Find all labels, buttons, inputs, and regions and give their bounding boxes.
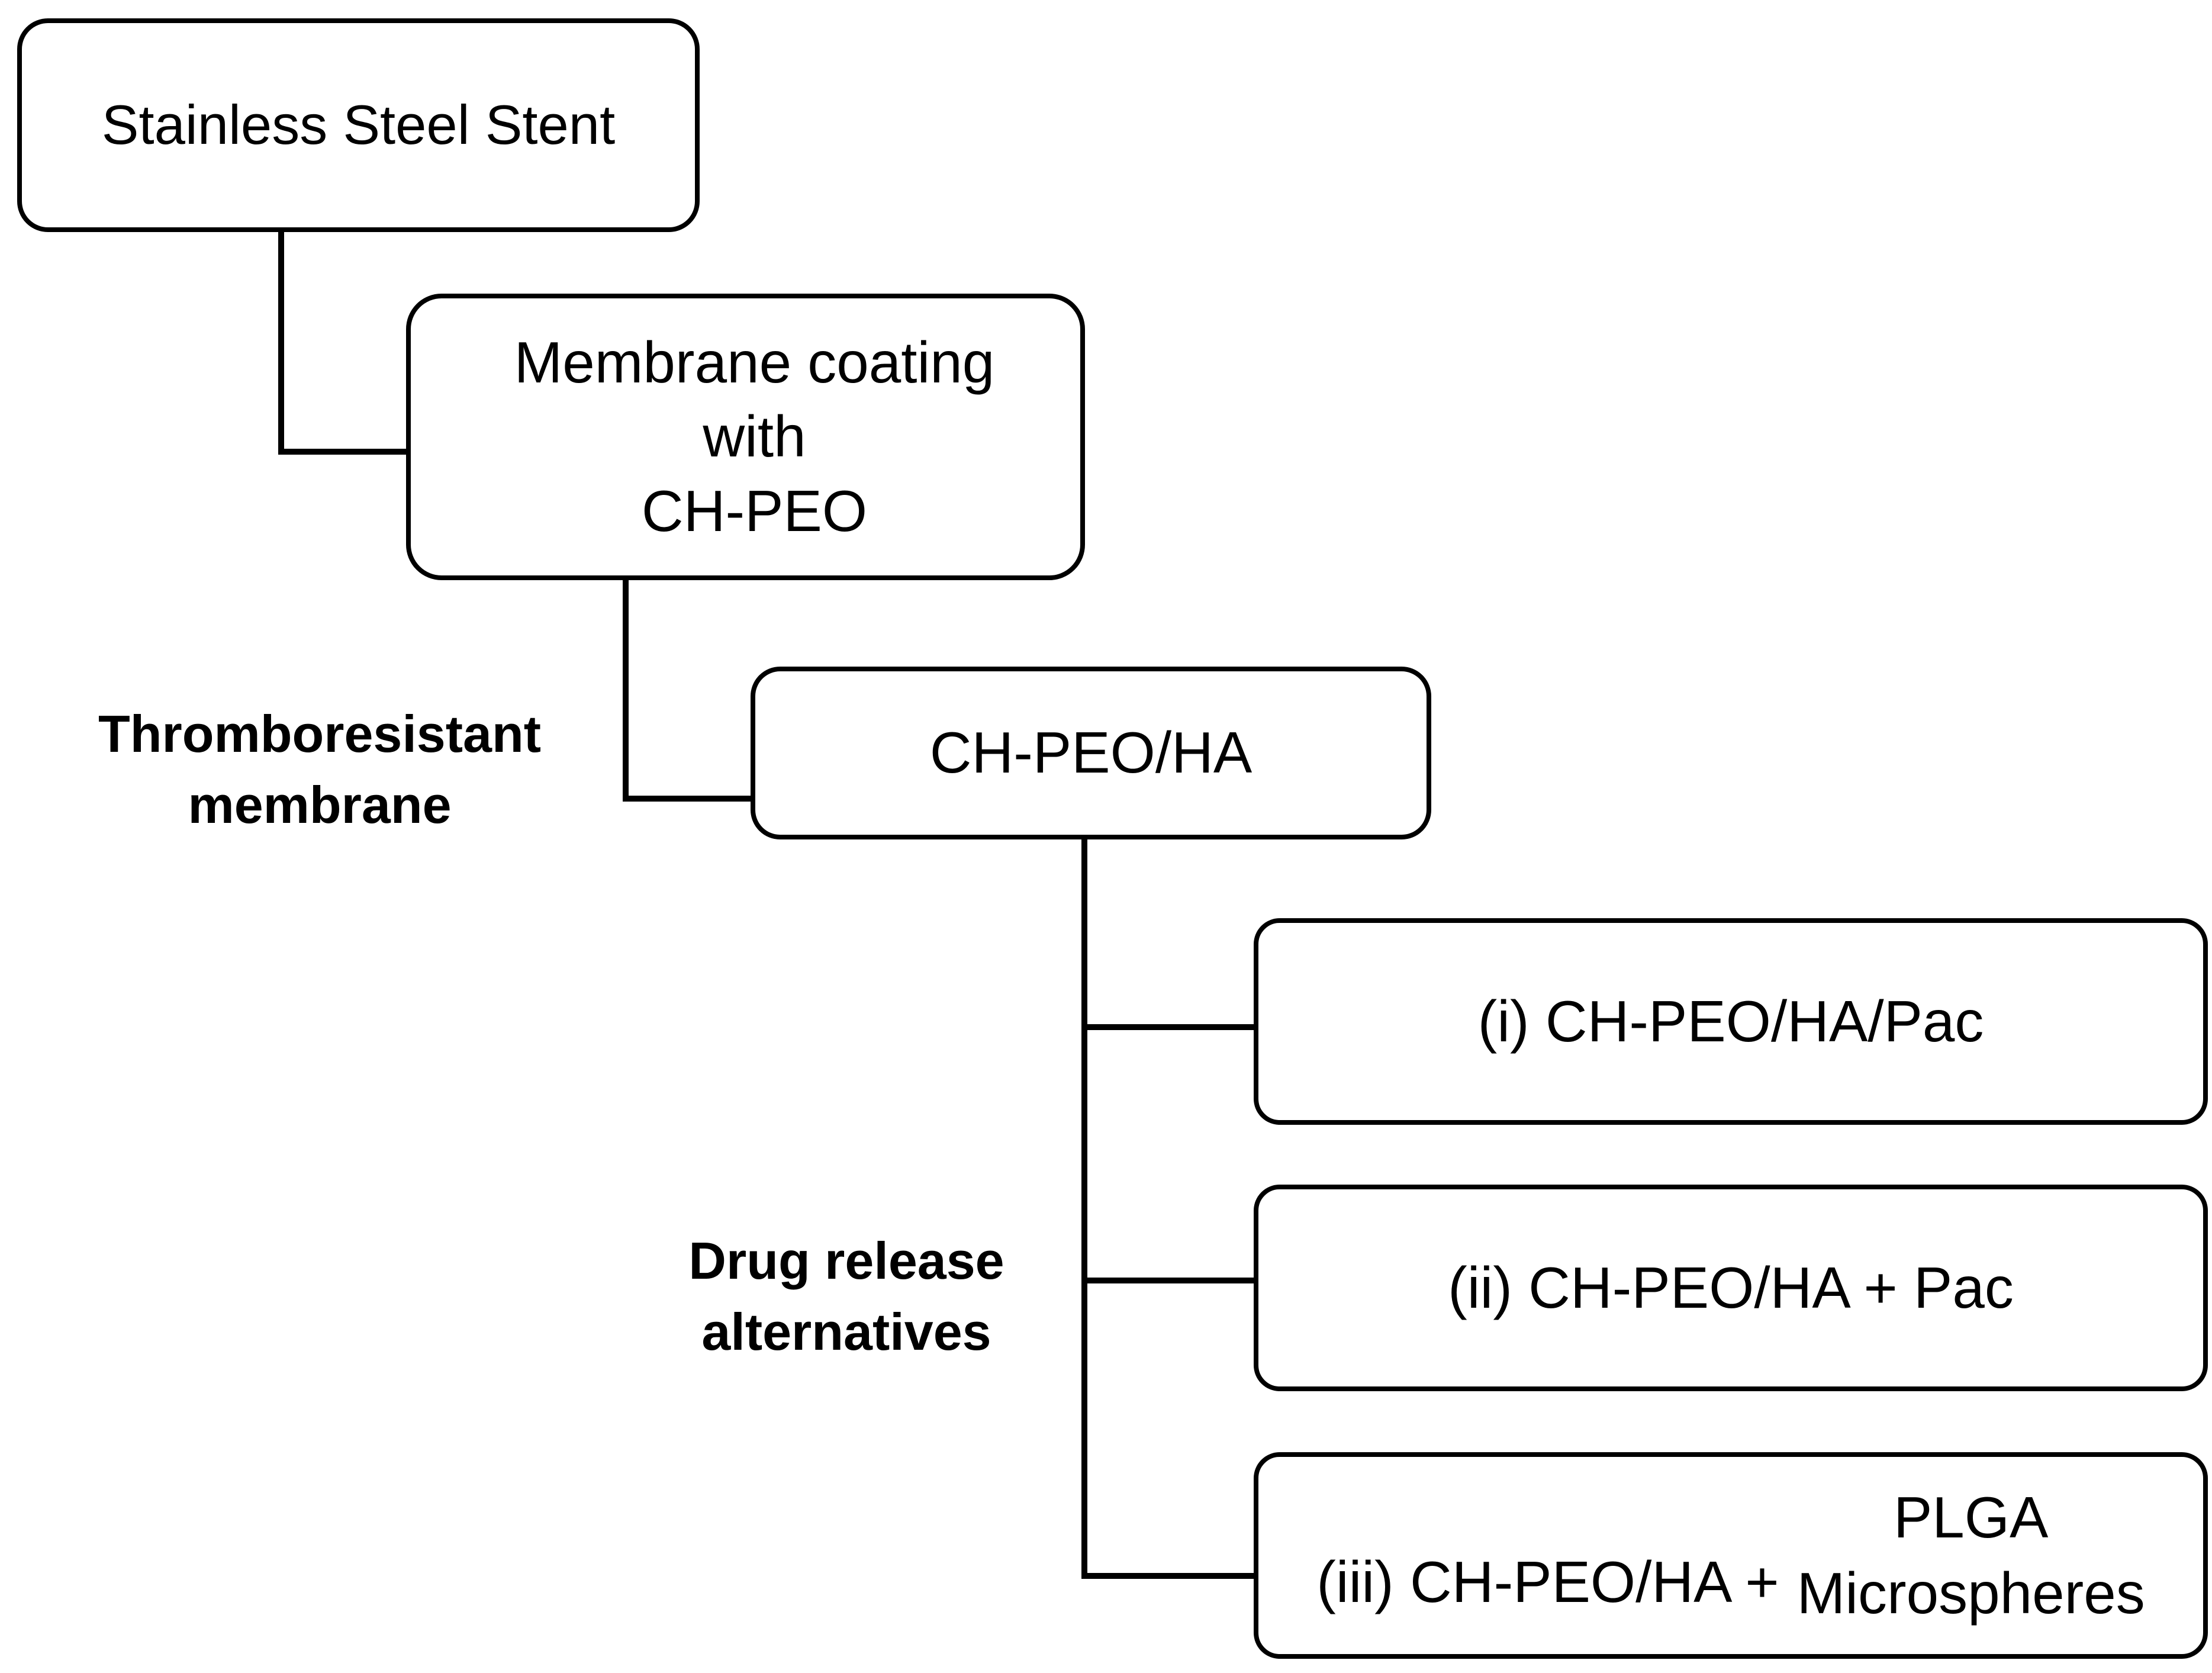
- node-label: Stainless Steel Stent: [101, 94, 616, 156]
- node-alternative-ii: (ii) CH-PEO/HA + Pac: [1254, 1185, 2208, 1391]
- label-line-2: membrane: [188, 775, 452, 834]
- node-label-line-2: with: [703, 404, 806, 469]
- node-alternative-iii: (iii) CH-PEO/HA + PLGA Microspheres: [1254, 1452, 2208, 1659]
- node-stainless-steel-stent: Stainless Steel Stent: [17, 18, 700, 232]
- drug-release-alternatives-label: Drug release alternatives: [639, 1225, 1054, 1367]
- label-line-1: Drug release: [688, 1231, 1004, 1290]
- node-label-prefix: (iii) CH-PEO/HA +: [1316, 1549, 1779, 1614]
- node-ch-peo-ha: CH-PEO/HA: [751, 667, 1431, 839]
- node-label-stack-line-2: Microspheres: [1796, 1560, 2145, 1626]
- node-label-stack-line-1: PLGA: [1893, 1485, 2049, 1550]
- node-label: (i) CH-PEO/HA/Pac: [1477, 988, 1984, 1054]
- node-label: (ii) CH-PEO/HA + Pac: [1448, 1254, 2014, 1320]
- label-line-1: Thromboresistant: [98, 704, 542, 763]
- node-label: CH-PEO/HA: [929, 720, 1252, 786]
- node-label-line-3: CH-PEO: [641, 478, 868, 543]
- node-label-line-1: Membrane coating: [514, 329, 995, 395]
- node-label-stack: PLGA Microspheres: [1797, 1480, 2145, 1631]
- node-alternative-i: (i) CH-PEO/HA/Pac: [1254, 918, 2208, 1125]
- thromboresistant-membrane-label: Thromboresistant membrane: [77, 699, 562, 840]
- label-line-2: alternatives: [701, 1302, 991, 1361]
- node-membrane-coating: Membrane coating with CH-PEO: [406, 294, 1085, 580]
